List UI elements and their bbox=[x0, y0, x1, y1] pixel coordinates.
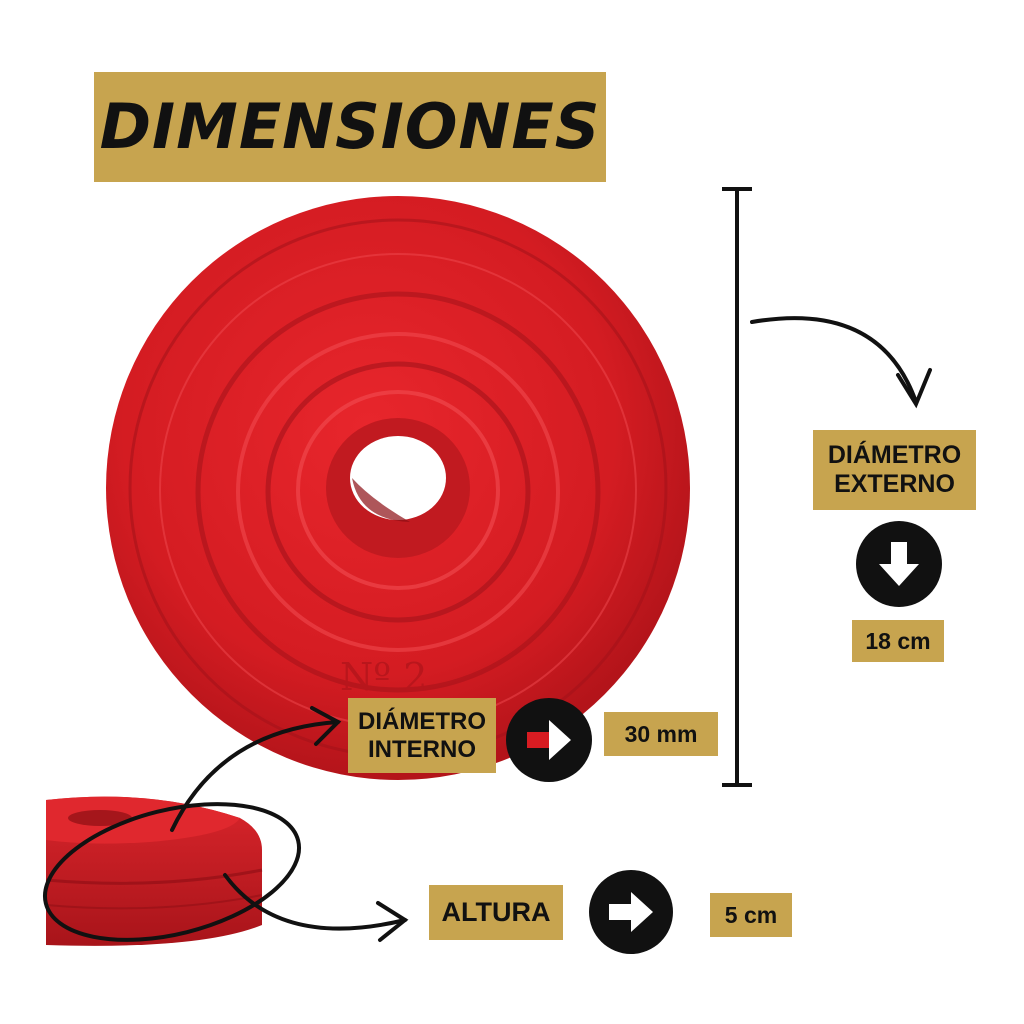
inner-diameter-label-line2: INTERNO bbox=[368, 735, 476, 763]
pointer-arrows bbox=[42, 316, 932, 942]
inner-diameter-value: 30 mm bbox=[604, 712, 718, 756]
outer-pointer-arrow bbox=[750, 316, 918, 404]
arrow-down-circle-icon bbox=[856, 521, 942, 607]
outer-diameter-label-line2: EXTERNO bbox=[834, 470, 955, 498]
arrow-right-circle-icon bbox=[506, 698, 592, 782]
weight-plate-side bbox=[45, 796, 263, 946]
height-pointer-arrow bbox=[223, 873, 407, 931]
page-title: DIMENSIONES bbox=[94, 72, 606, 182]
outer-diameter-value: 18 cm bbox=[852, 620, 944, 662]
plate-marking: Nº 2 bbox=[340, 655, 427, 699]
arrow-right-circle-icon bbox=[589, 870, 673, 954]
height-value: 5 cm bbox=[710, 893, 792, 937]
height-highlight-ellipse bbox=[42, 802, 302, 942]
outer-diameter-label: DIÁMETRO EXTERNO bbox=[813, 430, 976, 510]
outer-diameter-label-line1: DIÁMETRO bbox=[827, 441, 962, 470]
height-label: ALTURA bbox=[429, 885, 563, 940]
weight-plate-front: Nº 2 bbox=[106, 196, 690, 780]
outer-diameter-bar bbox=[722, 187, 752, 787]
inner-diameter-label-line1: DIÁMETRO bbox=[358, 707, 486, 735]
inner-diameter-label: DIÁMETRO INTERNO bbox=[348, 698, 496, 773]
